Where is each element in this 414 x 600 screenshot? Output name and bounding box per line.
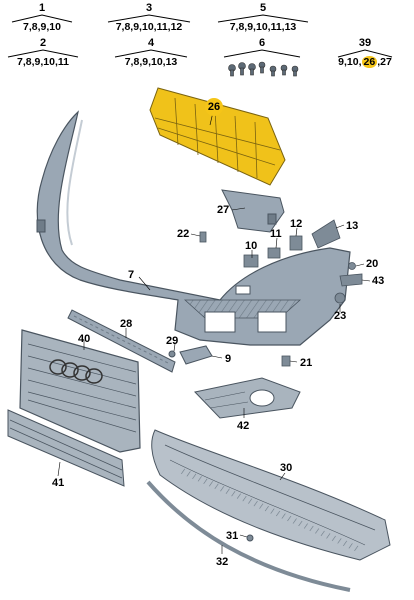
kit-parts: 7,8,9,10,11,12 <box>115 21 183 33</box>
callout-30: 30 <box>280 462 293 474</box>
leader-lines <box>57 107 371 554</box>
kit-39: 39 9,10,26,27 <box>337 37 393 68</box>
kit-1: 1 7,8,9,10 <box>11 2 73 33</box>
callout-43: 43 <box>372 275 385 287</box>
kit-parts: 7,8,9,10,11 <box>17 56 69 68</box>
kit-3: 3 7,8,9,10,11,12 <box>107 2 191 33</box>
callout-13: 13 <box>346 220 359 232</box>
callout-27: 27 <box>217 204 230 216</box>
kit-number: 1 <box>38 2 46 14</box>
brand-rings <box>49 359 103 384</box>
callout-28: 28 <box>120 318 133 330</box>
cover-part-9 <box>179 345 213 365</box>
kit-parts: 7,8,9,10,13 <box>124 56 178 68</box>
grille-part-40 <box>19 329 141 453</box>
kit-number: 3 <box>145 2 153 14</box>
kit-parts-after: ,27 <box>377 56 392 68</box>
kit-parts: 7,8,9,10,11,13 <box>229 21 297 33</box>
kit-number: 6 <box>258 37 266 49</box>
fog-grille-part-42 <box>194 377 301 419</box>
small-parts <box>199 219 363 367</box>
callout-40: 40 <box>78 333 91 345</box>
callout-26: 26 <box>205 98 223 116</box>
callout-9: 9 <box>225 353 232 365</box>
callout-11: 11 <box>270 228 282 240</box>
callout-31: 31 <box>226 530 239 542</box>
kit-6: 6 <box>223 37 301 58</box>
callout-23: 23 <box>334 310 347 322</box>
callout-10: 10 <box>245 240 258 252</box>
kit-4: 4 7,8,9,10,13 <box>114 37 188 68</box>
kit-bracket <box>11 14 73 23</box>
callout-29: 29 <box>166 335 179 347</box>
clip-part-31 <box>246 534 254 542</box>
trim-strip-part-32 <box>146 480 351 592</box>
kit-2: 2 7,8,9,10,11 <box>7 37 79 68</box>
kit-5: 5 7,8,9,10,11,13 <box>217 2 309 33</box>
callout-41: 41 <box>52 477 65 489</box>
kit-part-highlight: 26 <box>361 56 378 68</box>
callout-7: 7 <box>128 269 135 281</box>
callout-32: 32 <box>216 556 229 568</box>
kit-number: 39 <box>358 37 372 49</box>
bumper-cover-part-7 <box>36 110 351 346</box>
kit-parts: 9,10,26,27 <box>338 56 392 68</box>
kit-number: 5 <box>259 2 267 14</box>
kit-bracket <box>337 49 393 58</box>
kit-bracket <box>7 49 79 58</box>
kit-bracket <box>223 49 301 58</box>
fastener-set <box>228 61 299 77</box>
kit-bracket <box>114 49 188 58</box>
lower-grille-part-41 <box>7 409 125 487</box>
bumper-carrier-part-26 <box>149 87 286 186</box>
callout-20: 20 <box>366 258 379 270</box>
kit-number: 4 <box>147 37 155 49</box>
bracket-part-27 <box>221 189 285 233</box>
kit-number: 2 <box>39 37 47 49</box>
kit-parts: 7,8,9,10 <box>23 21 61 33</box>
callout-42: 42 <box>237 420 250 432</box>
strip-part-28 <box>67 309 176 373</box>
kit-bracket <box>107 14 191 23</box>
callout-21: 21 <box>300 357 313 369</box>
underbody-panel-part-30 <box>151 429 391 561</box>
callout-22: 22 <box>177 228 190 240</box>
clip-part-29 <box>168 350 176 358</box>
kit-bracket <box>217 14 309 23</box>
kit-parts-before: 9,10, <box>338 56 362 68</box>
callout-12: 12 <box>290 218 303 230</box>
